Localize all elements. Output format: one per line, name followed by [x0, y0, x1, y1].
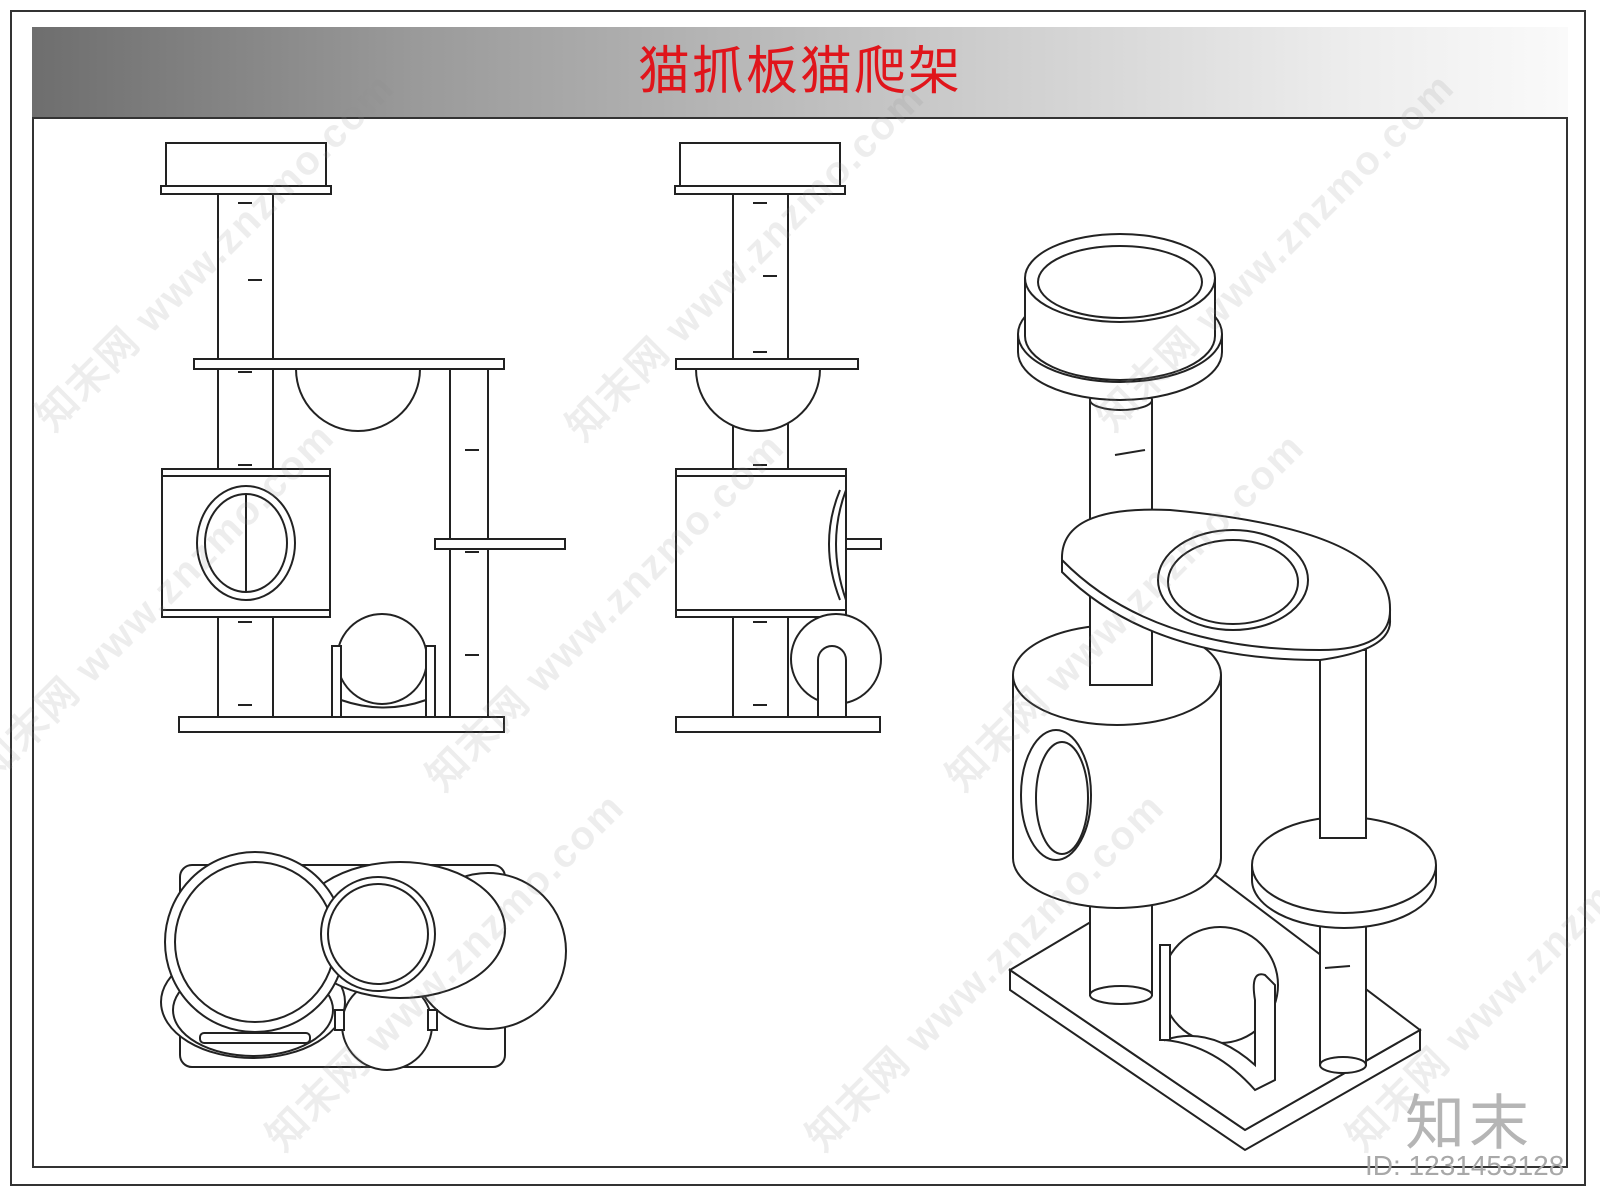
side-base — [675, 716, 881, 733]
front-hammock — [294, 368, 422, 432]
brand-logo: 知末 — [1405, 1089, 1533, 1159]
front-small-step — [434, 538, 566, 550]
side-main-post — [732, 193, 789, 718]
side-view — [674, 142, 882, 733]
side-cube — [675, 471, 847, 613]
top-bed-inner — [174, 861, 336, 1023]
front-shelf — [193, 358, 505, 370]
title-bar: 猫抓板猫爬架 — [32, 27, 1568, 119]
side-hammock — [694, 368, 822, 432]
isometric-view — [1008, 233, 1437, 1152]
side-top-bed — [679, 142, 841, 191]
front-view — [160, 142, 566, 733]
outer-border — [10, 10, 1586, 1186]
id-label: ID: 1231453128 — [1365, 1150, 1565, 1181]
front-main-post — [217, 193, 274, 718]
front-base — [178, 716, 505, 733]
page-title: 猫抓板猫爬架 — [637, 42, 962, 102]
side-shelf — [675, 358, 859, 370]
top-view — [160, 851, 567, 1071]
top-ring-inner — [327, 883, 429, 985]
front-top-bed — [165, 142, 327, 191]
front-ball — [336, 613, 428, 705]
